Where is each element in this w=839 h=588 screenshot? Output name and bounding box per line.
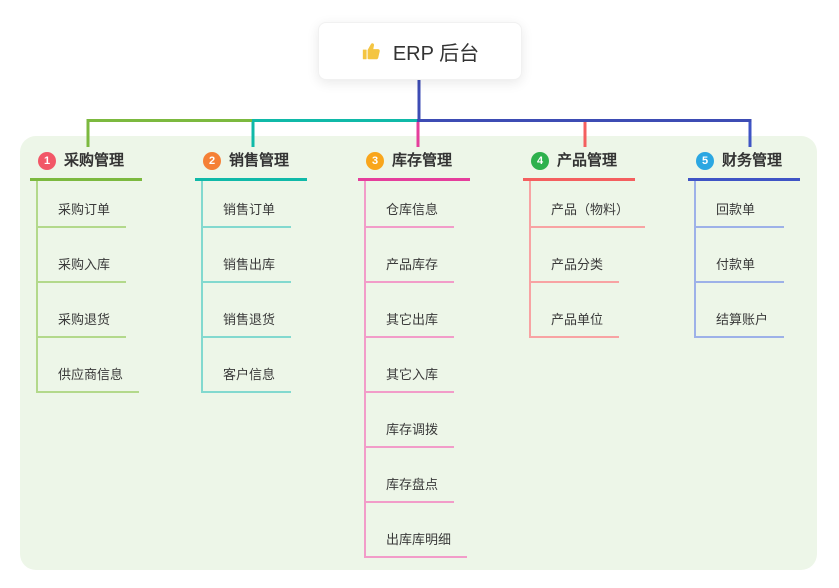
branch-number-badge: 1	[38, 152, 56, 170]
branch-items: 销售订单 销售出库 销售退货 客户信息	[201, 181, 292, 393]
leaf-label: 产品库存	[386, 257, 439, 272]
branch-node[interactable]: 2 销售管理	[195, 150, 308, 181]
branch: 1 采购管理 采购订单 采购入库 采购退货 供应商信息	[30, 150, 143, 393]
leaf-node[interactable]: 其它出库	[366, 283, 455, 338]
leaf-node[interactable]: 产品分类	[531, 228, 620, 283]
branch-items: 产品（物料） 产品分类 产品单位	[529, 181, 646, 338]
leaf-node[interactable]: 销售订单	[203, 181, 292, 228]
leaf-label: 库存盘点	[386, 477, 439, 492]
leaf-label: 销售订单	[223, 202, 276, 217]
branch: 3 库存管理 仓库信息 产品库存 其它出库 其它入库 库存调拨 库存盘点 出库库…	[358, 150, 471, 558]
root-node[interactable]: ERP 后台	[318, 22, 522, 80]
leaf-label: 产品（物料）	[551, 202, 630, 217]
leaf-label: 其它出库	[386, 312, 439, 327]
branch-label: 采购管理	[64, 152, 125, 169]
branch-node[interactable]: 4 产品管理	[523, 150, 636, 181]
leaf-label: 产品单位	[551, 312, 604, 327]
branch-node[interactable]: 1 采购管理	[30, 150, 143, 181]
leaf-node[interactable]: 销售退货	[203, 283, 292, 338]
leaf-node[interactable]: 结算账户	[696, 283, 785, 338]
leaf-node[interactable]: 出库库明细	[366, 503, 468, 558]
branch-label: 财务管理	[722, 152, 783, 169]
leaf-label: 销售退货	[223, 312, 276, 327]
leaf-node[interactable]: 回款单	[696, 181, 784, 228]
branch-number-badge: 5	[696, 152, 714, 170]
leaf-label: 出库库明细	[386, 532, 452, 547]
leaf-label: 库存调拨	[386, 422, 439, 437]
root-label: ERP 后台	[392, 42, 480, 65]
leaf-node[interactable]: 采购退货	[38, 283, 127, 338]
leaf-node[interactable]: 仓库信息	[366, 181, 455, 228]
leaf-node[interactable]: 库存调拨	[366, 393, 455, 448]
branch: 5 财务管理 回款单 付款单 结算账户	[688, 150, 801, 338]
branch-number-badge: 3	[366, 152, 384, 170]
branch-node[interactable]: 5 财务管理	[688, 150, 801, 181]
branch-number-badge: 2	[203, 152, 221, 170]
leaf-label: 仓库信息	[386, 202, 439, 217]
thumbs-up-icon	[361, 40, 383, 62]
leaf-label: 付款单	[716, 257, 756, 272]
leaf-label: 采购退货	[58, 312, 111, 327]
branches-panel	[20, 136, 817, 570]
branch-items: 仓库信息 产品库存 其它出库 其它入库 库存调拨 库存盘点 出库库明细	[364, 181, 468, 558]
leaf-node[interactable]: 客户信息	[203, 338, 292, 393]
leaf-node[interactable]: 销售出库	[203, 228, 292, 283]
leaf-label: 回款单	[716, 202, 756, 217]
leaf-node[interactable]: 库存盘点	[366, 448, 455, 503]
branch-items: 采购订单 采购入库 采购退货 供应商信息	[36, 181, 140, 393]
leaf-node[interactable]: 供应商信息	[38, 338, 140, 393]
branch-number-badge: 4	[531, 152, 549, 170]
branch: 2 销售管理 销售订单 销售出库 销售退货 客户信息	[195, 150, 308, 393]
leaf-node[interactable]: 产品单位	[531, 283, 620, 338]
leaf-node[interactable]: 产品库存	[366, 228, 455, 283]
branch: 4 产品管理 产品（物料） 产品分类 产品单位	[523, 150, 646, 338]
leaf-label: 采购订单	[58, 202, 111, 217]
leaf-node[interactable]: 付款单	[696, 228, 784, 283]
leaf-node[interactable]: 采购入库	[38, 228, 127, 283]
leaf-node[interactable]: 产品（物料）	[531, 181, 646, 228]
branch-node[interactable]: 3 库存管理	[358, 150, 471, 181]
leaf-node[interactable]: 其它入库	[366, 338, 455, 393]
leaf-label: 销售出库	[223, 257, 276, 272]
leaf-node[interactable]: 采购订单	[38, 181, 127, 228]
branch-label: 销售管理	[229, 152, 290, 169]
branch-label: 产品管理	[557, 152, 618, 169]
leaf-label: 采购入库	[58, 257, 111, 272]
leaf-label: 其它入库	[386, 367, 439, 382]
branch-label: 库存管理	[392, 152, 453, 169]
branch-items: 回款单 付款单 结算账户	[694, 181, 785, 338]
leaf-label: 结算账户	[716, 312, 769, 327]
leaf-label: 供应商信息	[58, 367, 124, 382]
leaf-label: 产品分类	[551, 257, 604, 272]
leaf-label: 客户信息	[223, 367, 276, 382]
